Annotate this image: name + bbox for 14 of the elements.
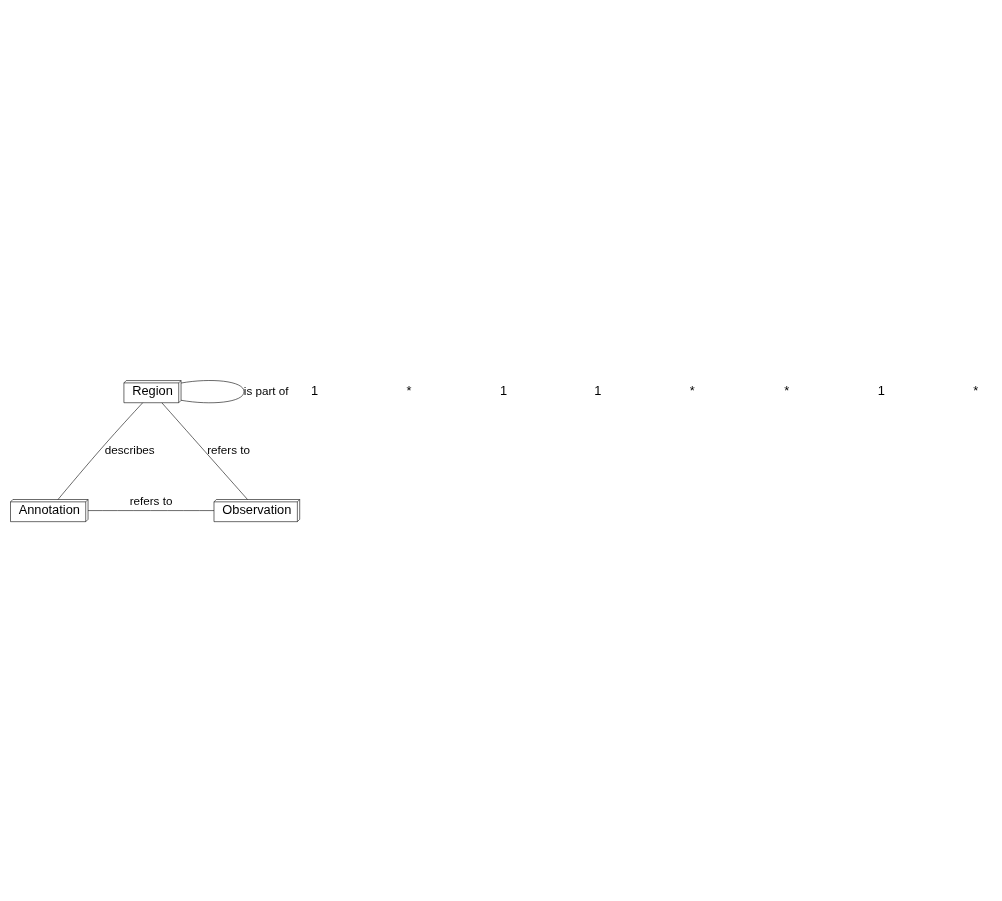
label: *: [689, 382, 695, 398]
label: *: [406, 382, 412, 398]
edge-label: refers to: [129, 493, 173, 507]
edge-label: describes: [104, 442, 155, 456]
label: 1: [594, 382, 602, 398]
label: 1: [499, 382, 508, 398]
label: *: [784, 382, 790, 398]
edge-label: is part of: [243, 383, 289, 397]
label: 1: [877, 382, 885, 398]
label: *: [973, 382, 979, 398]
edge-label: refers to: [207, 442, 250, 456]
connector: [87, 509, 215, 511]
connector: [161, 402, 248, 500]
label: 1: [311, 382, 319, 398]
